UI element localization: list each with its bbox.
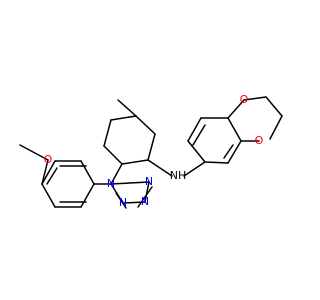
n3-label: N: [141, 195, 149, 208]
molecule-structure-drawing: NH N N N N O O O: [19, 93, 283, 209]
nh-label: NH: [170, 169, 187, 182]
methoxy-oxygen-label: O: [44, 153, 53, 166]
n2-label: N: [119, 196, 127, 209]
n1-label: N: [107, 177, 115, 190]
benzodioxane-ring: [187, 96, 283, 164]
cyclohexane-ring: [103, 99, 156, 165]
atom-labels: NH N N N N O O O: [44, 93, 264, 209]
dioxane-oxygen-bottom-label: O: [255, 134, 264, 147]
n4-label: N: [145, 175, 153, 188]
aniline-linkage: [147, 159, 206, 177]
methoxyphenyl-ring: [19, 144, 112, 208]
dioxane-oxygen-top-label: O: [240, 93, 249, 106]
molecule-canvas: NH N N N N O O O: [19, 93, 283, 209]
tetrazole-ring: [110, 163, 153, 209]
